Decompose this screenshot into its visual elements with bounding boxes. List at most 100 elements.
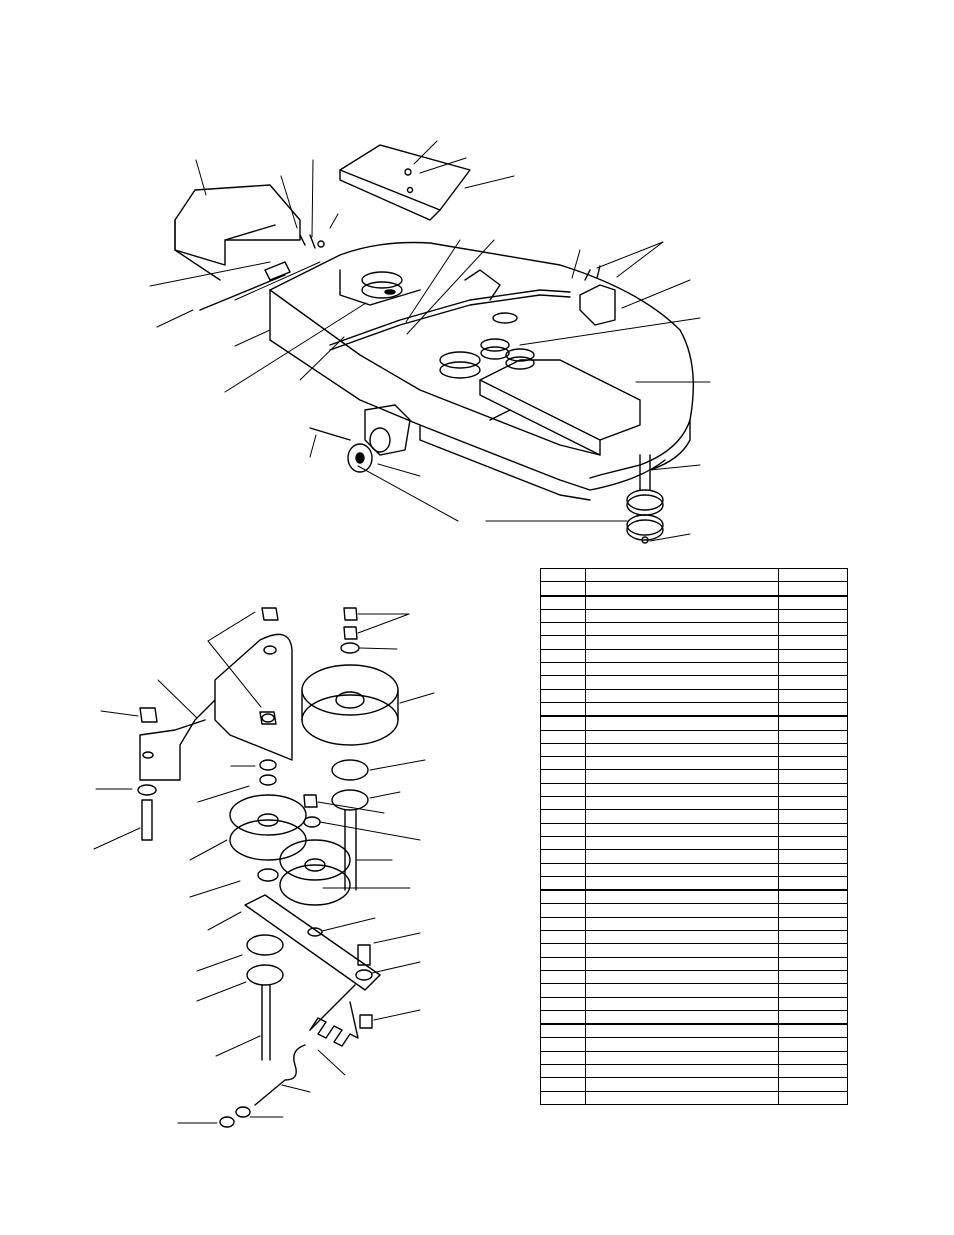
description-cell <box>585 862 779 877</box>
quantity-cell <box>778 1077 848 1092</box>
table-row <box>540 943 848 958</box>
quantity-cell <box>778 1090 848 1105</box>
description-cell <box>585 1063 779 1079</box>
mower-deck-diagram <box>140 130 720 550</box>
description-cell <box>585 769 779 784</box>
table-row <box>540 1090 848 1105</box>
table-row <box>540 1037 848 1052</box>
quantity-cell <box>778 956 848 971</box>
quantity-cell <box>778 1009 848 1025</box>
quantity-cell <box>778 1050 848 1065</box>
description-cell <box>585 688 779 703</box>
idler-pulley-drawing <box>93 607 435 1128</box>
quantity-cell <box>778 648 848 664</box>
ref-cell <box>540 1063 586 1079</box>
quantity-cell <box>778 756 848 771</box>
description-cell <box>585 809 779 824</box>
ref-cell <box>540 822 586 837</box>
quantity-cell <box>778 701 848 717</box>
ref-cell <box>540 916 586 932</box>
table-row <box>540 996 848 1011</box>
description-cell <box>585 675 779 690</box>
quantity-cell <box>778 688 848 703</box>
table-row <box>540 849 848 864</box>
ref-cell <box>540 769 586 784</box>
mower-deck-drawing <box>149 140 711 544</box>
ref-cell <box>540 1090 586 1105</box>
quantity-cell <box>778 608 848 624</box>
table-row <box>540 875 848 891</box>
quantity-cell <box>778 916 848 932</box>
ref-cell <box>540 675 586 690</box>
ref-cell <box>540 782 586 798</box>
ref-cell <box>540 969 586 985</box>
quantity-cell <box>778 930 848 945</box>
quantity-cell <box>778 1037 848 1052</box>
ref-cell <box>540 1023 586 1039</box>
ref-cell <box>540 1037 586 1052</box>
ref-cell <box>540 956 586 971</box>
ref-cell <box>540 809 586 824</box>
quantity-cell <box>778 822 848 837</box>
description-cell <box>585 903 779 918</box>
table-row <box>540 930 848 945</box>
quantity-cell <box>778 1023 848 1039</box>
table-row <box>540 1050 848 1065</box>
description-cell <box>585 875 779 891</box>
ref-cell <box>540 701 586 717</box>
table-row <box>540 581 848 597</box>
table-row <box>540 956 848 971</box>
table-row <box>540 889 848 905</box>
table-row <box>540 1077 848 1092</box>
table-row <box>540 662 848 677</box>
description-cell <box>585 1037 779 1052</box>
table-row <box>540 622 848 637</box>
ref-cell <box>540 835 586 851</box>
description-cell <box>585 835 779 851</box>
table-row <box>540 822 848 837</box>
quantity-cell <box>778 996 848 1011</box>
quantity-cell <box>778 875 848 891</box>
description-cell <box>585 662 779 677</box>
description-cell <box>585 594 779 610</box>
description-cell <box>585 956 779 971</box>
ref-cell <box>540 729 586 744</box>
description-cell <box>585 969 779 985</box>
quantity-cell <box>778 943 848 958</box>
description-cell <box>585 581 779 597</box>
table-row <box>540 756 848 771</box>
quantity-cell <box>778 809 848 824</box>
table-row <box>540 835 848 851</box>
description-cell <box>585 1077 779 1092</box>
description-cell <box>585 715 779 731</box>
table-row <box>540 769 848 784</box>
quantity-cell <box>778 742 848 758</box>
ref-cell <box>540 796 586 811</box>
quantity-cell <box>778 889 848 905</box>
description-cell <box>585 1050 779 1065</box>
ref-cell <box>540 635 586 650</box>
ref-cell <box>540 622 586 637</box>
ref-cell <box>540 715 586 731</box>
quantity-cell <box>778 835 848 851</box>
quantity-cell <box>778 622 848 637</box>
ref-cell <box>540 996 586 1011</box>
quantity-cell <box>778 969 848 985</box>
ref-cell <box>540 889 586 905</box>
ref-cell <box>540 581 586 597</box>
table-row <box>540 1009 848 1025</box>
description-cell <box>585 701 779 717</box>
table-row <box>540 688 848 703</box>
table-row <box>540 903 848 918</box>
ref-cell <box>540 983 586 998</box>
description-cell <box>585 1009 779 1025</box>
description-cell <box>585 796 779 811</box>
description-cell <box>585 822 779 837</box>
quantity-cell <box>778 581 848 597</box>
description-cell <box>585 983 779 998</box>
table-row <box>540 742 848 758</box>
ref-cell <box>540 849 586 864</box>
description-cell <box>585 608 779 624</box>
quantity-cell <box>778 594 848 610</box>
table-row <box>540 648 848 664</box>
